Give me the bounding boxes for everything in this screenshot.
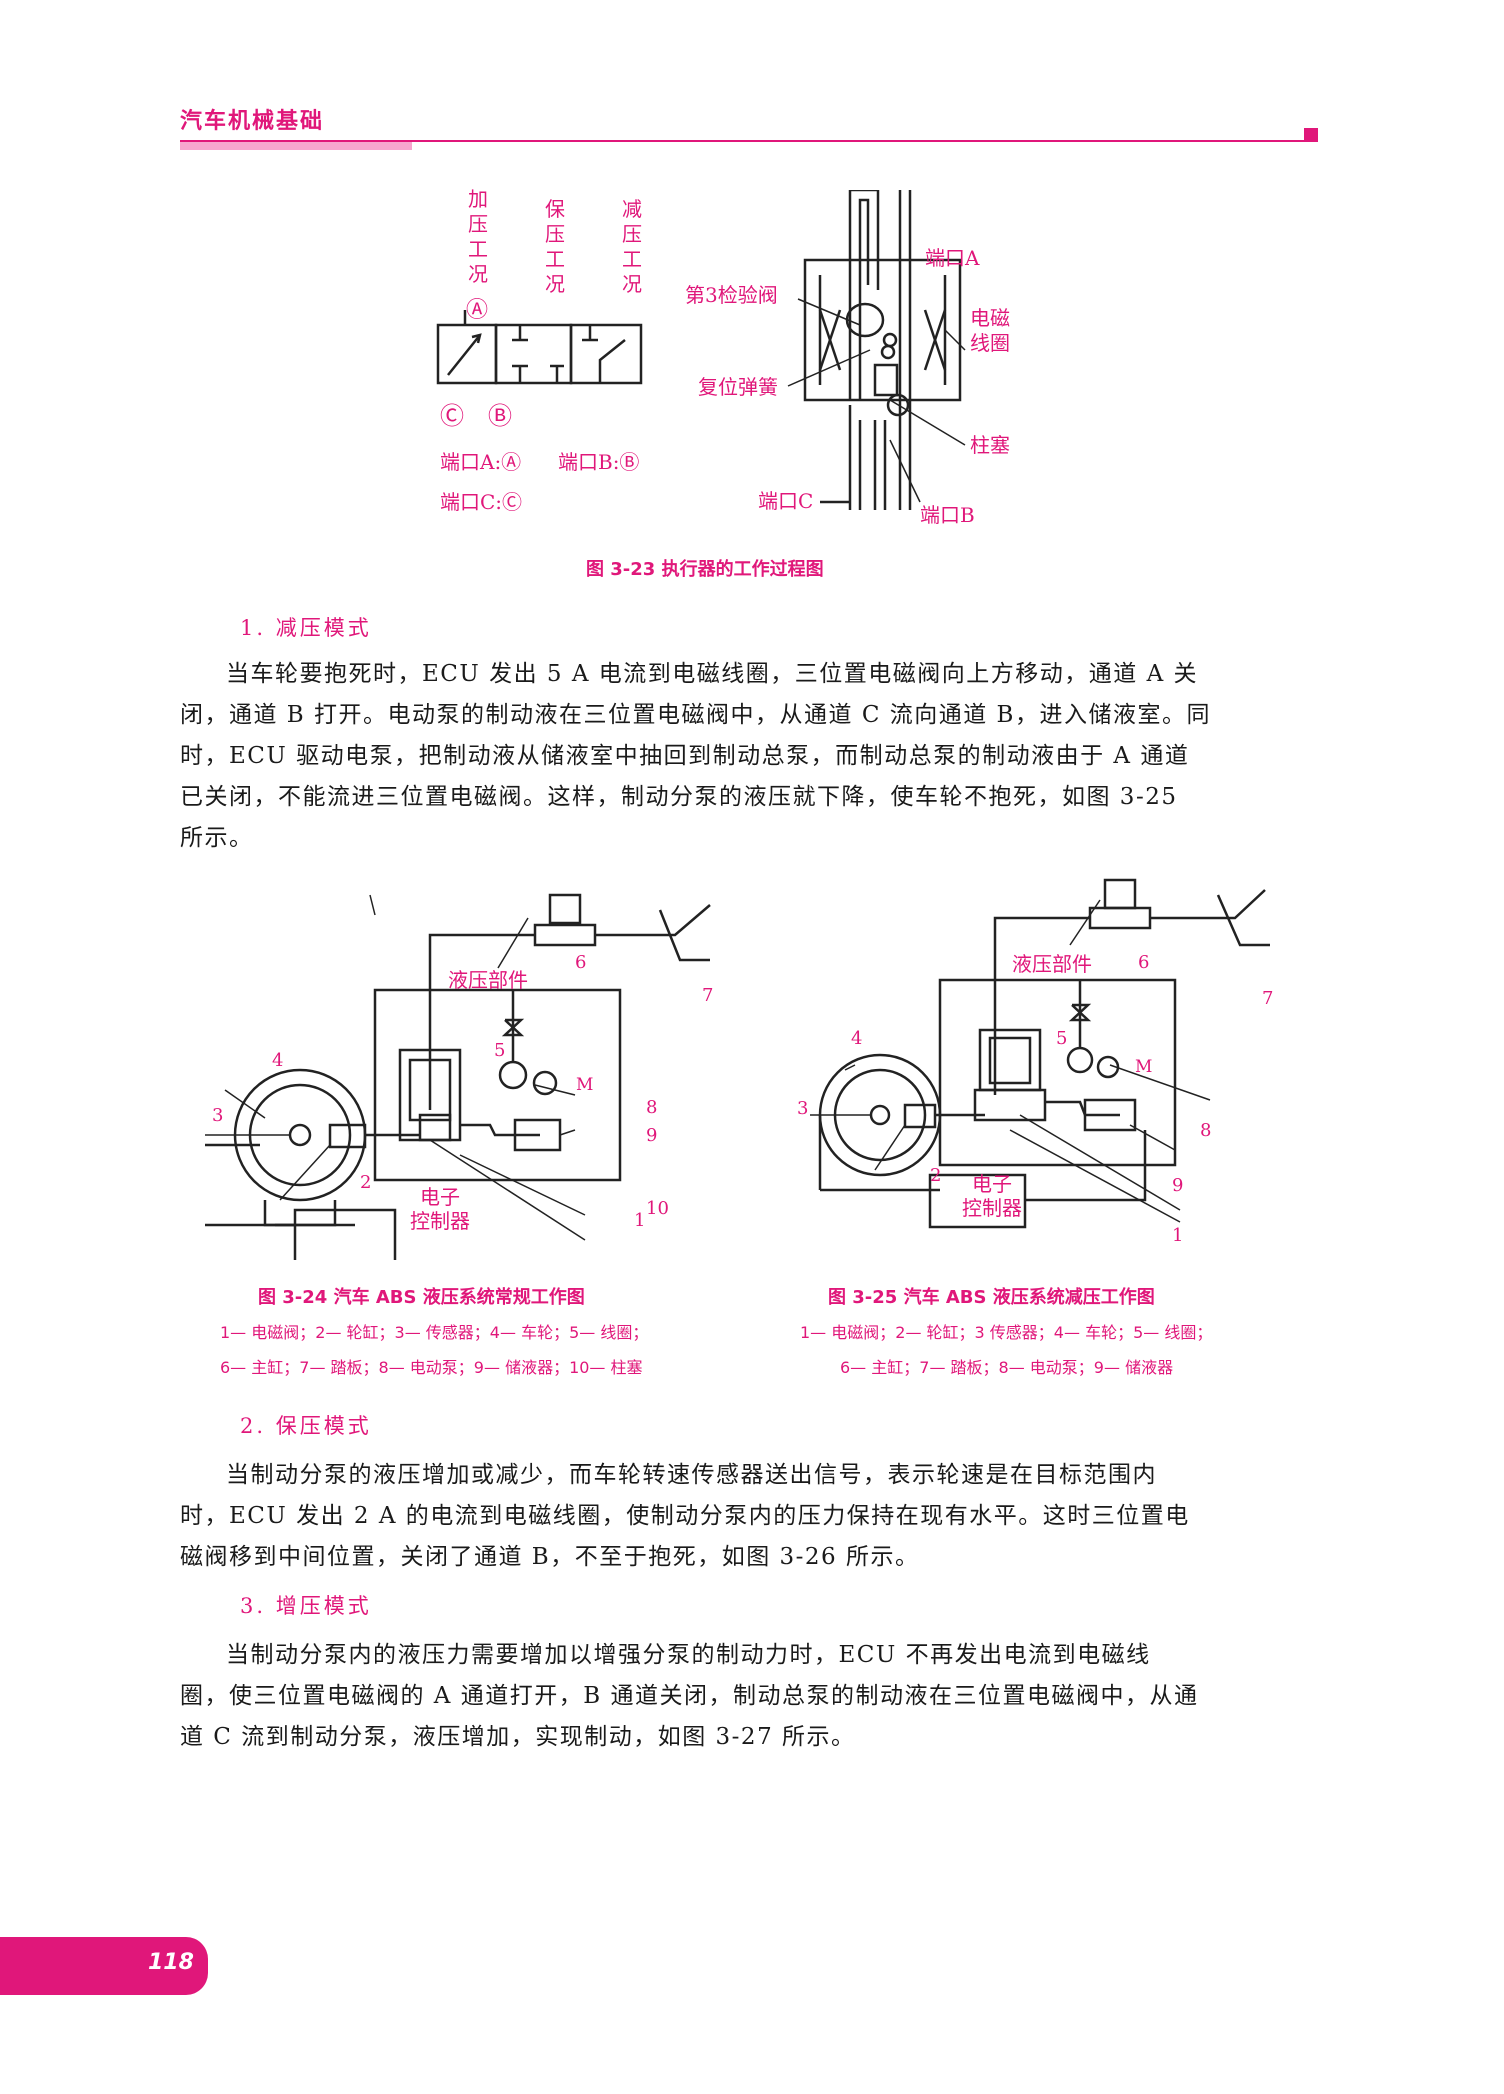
fig24-num-1: 1	[634, 1210, 646, 1231]
section-3-line-1: 当制动分泵内的液压力需要增加以增强分泵的制动力时，ECU 不再发出电流到电磁线	[226, 1642, 1151, 1668]
section-3-line-3: 道 C 流到制动分泵，液压增加，实现制动，如图 3-27 所示。	[180, 1724, 856, 1750]
fig25-num-3: 3	[797, 1098, 809, 1119]
legend-port-a: 端口A:Ⓐ	[440, 450, 522, 474]
section-1-line-3: 时，ECU 驱动电泵，把制动液从储液室中抽回到制动总泵，而制动总泵的制动液由于 …	[180, 743, 1190, 769]
figure-3-23-caption: 图 3-23 执行器的工作过程图	[586, 559, 824, 580]
circle-label-a: Ⓐ	[466, 298, 489, 323]
fig25-num-8: 8	[1200, 1120, 1212, 1141]
header-rule	[180, 140, 1310, 142]
section-2-line-1: 当制动分泵的液压增加或减少，而车轮转速传感器送出信号，表示轮速是在目标范围内	[226, 1462, 1157, 1488]
figure-3-23-actuator-diagram: 端口A 第3检验阀 电磁 线圈 复位弹簧 柱塞 端口C 端口B	[436, 190, 1010, 527]
label-coil-1: 电磁	[970, 306, 1010, 330]
section-3-line-2: 圈，使三位置电磁阀的 A 通道打开，B 通道关闭，制动总泵的制动液在三位置电磁阀…	[180, 1683, 1199, 1709]
fig25-num-6: 6	[1138, 952, 1150, 973]
legend-port-b: 端口B:Ⓑ	[558, 450, 640, 474]
fig24-motor-m: M	[576, 1075, 594, 1095]
label-port-b: 端口B	[920, 503, 975, 527]
figure-3-24-caption: 图 3-24 汽车 ABS 液压系统常规工作图	[258, 1287, 585, 1308]
fig25-num-9: 9	[1172, 1175, 1184, 1196]
section-3-heading: 3. 增压模式	[240, 1594, 372, 1618]
fig24-num-6: 6	[575, 952, 587, 973]
page-number: 118	[148, 1950, 194, 1975]
fig24-num-3: 3	[212, 1105, 224, 1126]
section-3-paragraph: 当制动分泵内的液压力需要增加以增强分泵的制动力时，ECU 不再发出电流到电磁线 …	[180, 1635, 1310, 1758]
running-header-title: 汽车机械基础	[180, 109, 325, 134]
fig25-num-1: 1	[1172, 1225, 1184, 1246]
label-return-spring: 复位弹簧	[698, 375, 778, 399]
valve-cell-hold	[494, 323, 573, 385]
fig24-num-10: 10	[646, 1198, 669, 1219]
section-1-line-4: 已关闭，不能流进三位置电磁阀。这样，制动分泵的液压就下降，使车轮不抱死，如图 3…	[180, 784, 1178, 810]
figure-3-24-legend-line-1: 1— 电磁阀；2— 轮缸；3— 传感器；4— 车轮；5— 线圈；	[220, 1323, 649, 1342]
label-check-valve: 第3检验阀	[685, 283, 778, 307]
circle-label-c: Ⓒ	[440, 402, 464, 430]
fig24-ecu-line-2: 控制器	[410, 1209, 470, 1233]
circle-label-b: Ⓑ	[488, 402, 512, 430]
fig25-label-hydraulic: 液压部件	[1012, 952, 1092, 976]
fig24-label-hydraulic: 液压部件	[448, 968, 528, 992]
figure-3-25-legend-line-2: 6— 主缸；7— 踏板；8— 电动泵；9— 储液器	[840, 1358, 1174, 1377]
label-mode-reduce: 减压工况	[622, 197, 642, 296]
figure-3-25-abs-reduce-diagram	[810, 878, 1270, 1229]
fig24-ecu-label: 电子 控制器	[410, 1185, 470, 1233]
section-2-paragraph: 当制动分泵的液压增加或减少，而车轮转速传感器送出信号，表示轮速是在目标范围内 时…	[180, 1455, 1310, 1578]
section-1-line-5: 所示。	[180, 825, 254, 851]
fig24-num-5: 5	[494, 1040, 506, 1061]
fig25-motor-m: M	[1135, 1057, 1153, 1077]
label-mode-hold: 保压工况	[545, 197, 565, 296]
pump-motor	[532, 1070, 558, 1096]
section-1-heading: 1. 减压模式	[240, 616, 372, 640]
label-port-c: 端口C	[758, 489, 813, 513]
section-1-paragraph: 当车轮要抱死时，ECU 发出 5 A 电流到电磁线圈，三位置电磁阀向上方移动，通…	[180, 654, 1310, 859]
fig24-num-4: 4	[272, 1050, 284, 1071]
fig24-num-8: 8	[646, 1097, 658, 1118]
fig25-num-5: 5	[1056, 1028, 1068, 1049]
fig25-num-4: 4	[851, 1028, 863, 1049]
fig24-num-9: 9	[646, 1125, 658, 1146]
fig24-ecu-line-1: 电子	[420, 1185, 460, 1209]
section-1-line-2: 闭，通道 B 打开。电动泵的制动液在三位置电磁阀中，从通道 C 流向通道 B，进…	[180, 702, 1211, 728]
fig24-num-7: 7	[702, 985, 714, 1006]
label-port-a: 端口A	[925, 246, 980, 270]
fig25-ecu-line-2: 控制器	[962, 1196, 1022, 1220]
section-2-heading: 2. 保压模式	[240, 1414, 372, 1438]
pump-motor	[1096, 1055, 1120, 1079]
label-plunger: 柱塞	[970, 433, 1010, 457]
figure-3-25-caption: 图 3-25 汽车 ABS 液压系统减压工作图	[828, 1287, 1155, 1308]
legend-port-c: 端口C:Ⓒ	[440, 490, 523, 514]
header-rule-accent	[180, 142, 412, 150]
hydraulic-unit-box	[938, 978, 1177, 1167]
fig25-ecu-line-1: 电子	[972, 1172, 1012, 1196]
fig25-num-2: 2	[930, 1165, 942, 1186]
figure-3-25-legend-line-1: 1— 电磁阀；2— 轮缸；3 传感器；4— 车轮；5— 线圈；	[800, 1323, 1213, 1342]
section-2-line-2: 时，ECU 发出 2 A 的电流到电磁线圈，使制动分泵内的压力保持在现有水平。这…	[180, 1503, 1190, 1529]
label-mode-add: 加压工况	[468, 187, 488, 286]
figure-3-24-abs-normal-diagram	[205, 893, 711, 1260]
fig25-num-7: 7	[1262, 988, 1274, 1009]
page-number-tab	[0, 1937, 208, 1995]
section-1-line-1: 当车轮要抱死时，ECU 发出 5 A 电流到电磁线圈，三位置电磁阀向上方移动，通…	[226, 661, 1198, 687]
solenoid-body	[803, 258, 962, 402]
fig25-ecu-label: 电子 控制器	[962, 1172, 1022, 1220]
figure-3-24-legend-line-2: 6— 主缸；7— 踏板；8— 电动泵；9— 储液器；10— 柱塞	[220, 1358, 643, 1377]
section-2-line-3: 磁阀移到中间位置，关闭了通道 B，不至于抱死，如图 3-26 所示。	[180, 1544, 920, 1570]
hydraulic-unit-box	[373, 988, 622, 1182]
valve-cell-add	[436, 323, 498, 385]
label-coil-2: 线圈	[970, 331, 1010, 355]
valve-cell-reduce	[569, 323, 643, 385]
header-square-marker	[1304, 128, 1318, 142]
fig24-num-2: 2	[360, 1172, 372, 1193]
